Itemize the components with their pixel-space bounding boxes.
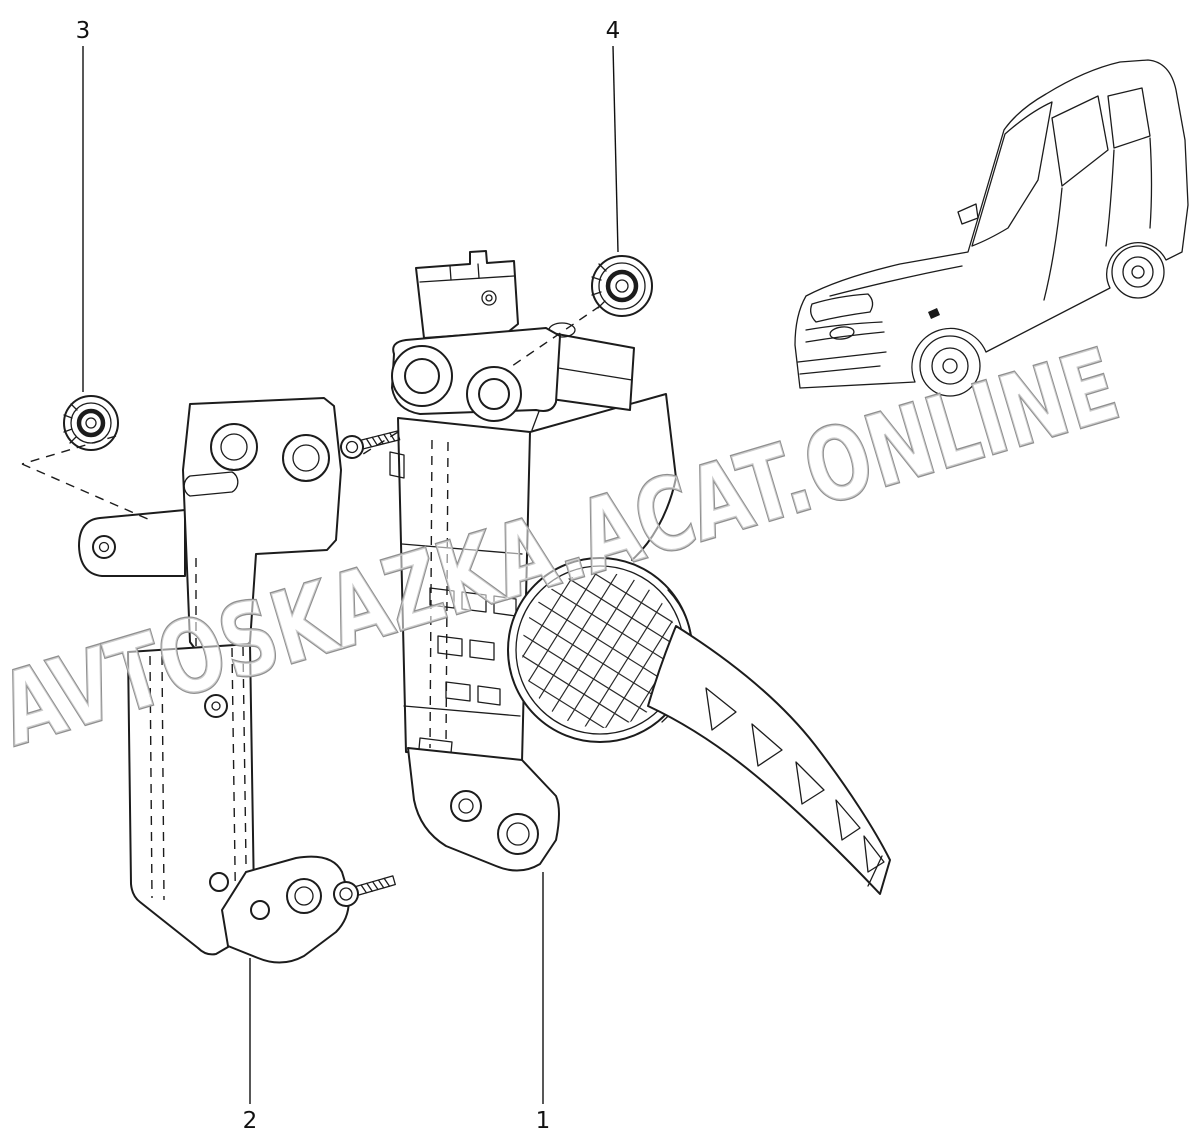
callout-1[interactable]: 1 [536, 872, 551, 1134]
bolt-upper [340, 430, 401, 459]
car-fuel-mark [928, 308, 940, 319]
callout-2[interactable]: 2 [243, 958, 258, 1134]
accelerator-pedal-part-1 [389, 250, 891, 895]
grommet-part-4 [591, 255, 653, 317]
bolt-lower [333, 875, 396, 907]
callout-3[interactable]: 3 [76, 18, 91, 392]
grommet-part-3 [63, 395, 119, 451]
pedal-arm [647, 625, 891, 895]
assembly-dashed-lines [21, 305, 601, 521]
bracket-bushing-left [210, 423, 258, 471]
leader-line-4 [612, 45, 619, 253]
car-mirror [957, 203, 979, 225]
module-foot [407, 747, 560, 872]
callout-label-2[interactable]: 2 [243, 1108, 258, 1134]
callout-4[interactable]: 4 [606, 18, 621, 253]
car-badge [829, 326, 855, 340]
callout-label-3[interactable]: 3 [76, 18, 91, 44]
bracket-slot [183, 471, 239, 497]
mounting-bracket-part-2 [78, 397, 350, 964]
car-headlight [810, 293, 874, 323]
module-mount-lugs [391, 327, 561, 422]
callout-label-1[interactable]: 1 [536, 1108, 551, 1134]
bracket-bushing-right [282, 434, 330, 482]
callout-label-4[interactable]: 4 [606, 18, 621, 44]
car-sketch [794, 59, 1189, 397]
car-rear-wheel [1111, 245, 1165, 299]
bracket-foot [221, 855, 350, 964]
car-front-wheel [919, 335, 981, 397]
module-right-face [529, 393, 677, 561]
bracket-tab [78, 509, 186, 577]
